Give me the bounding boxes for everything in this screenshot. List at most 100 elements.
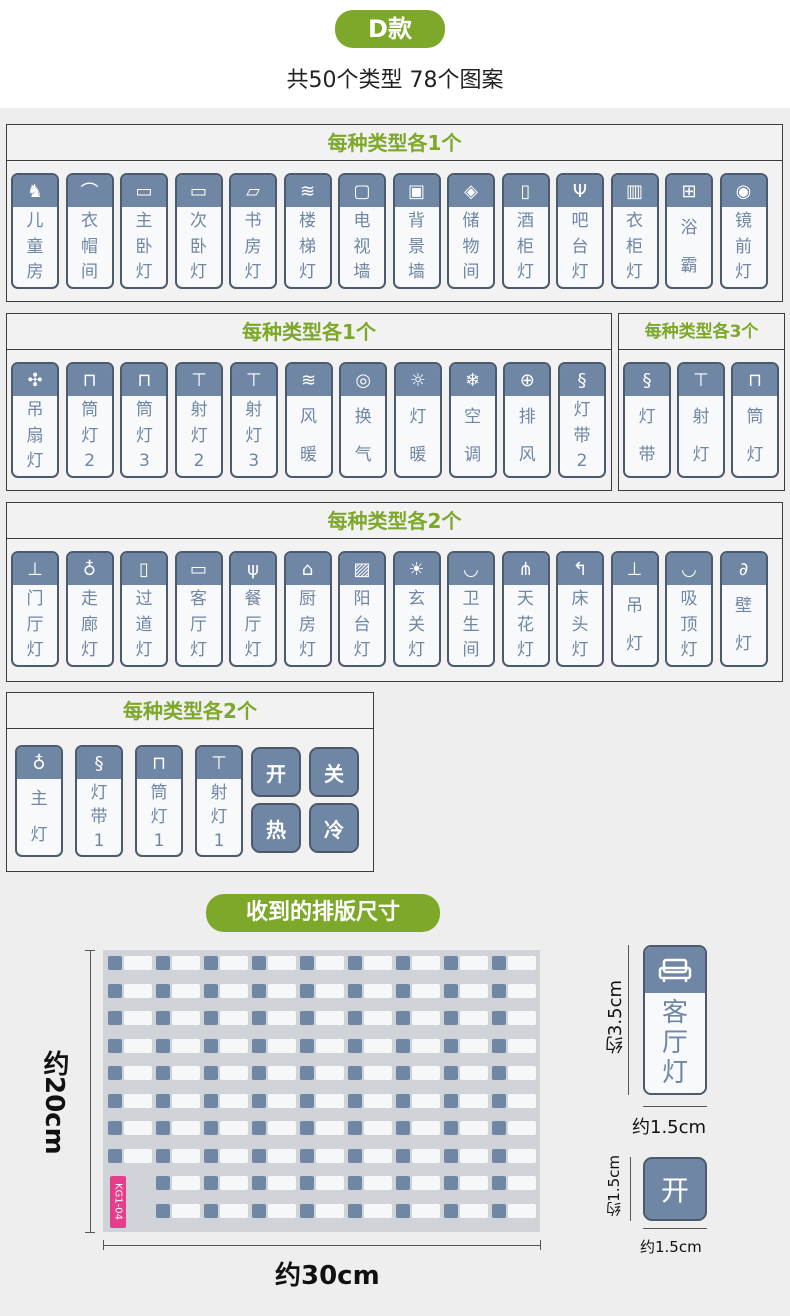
sheet-cell-icon — [204, 1011, 218, 1025]
sheet-cell-text — [364, 1176, 392, 1190]
sheet-cell-icon — [444, 1093, 458, 1108]
sheet-cell-text — [412, 1203, 440, 1218]
sheet-cell-text — [124, 1038, 152, 1053]
sheet-cell-text — [508, 1176, 536, 1190]
sheet-cell-icon — [252, 1011, 266, 1025]
sheet-cell-icon — [156, 956, 170, 970]
sheet-cell-text — [412, 1038, 440, 1053]
tag-text: 排 — [518, 406, 536, 427]
tag-text: 射 — [692, 406, 710, 427]
tag-text: 霸 — [680, 255, 698, 276]
tag-text: 灯 — [210, 806, 228, 827]
tag-text: 物 — [462, 236, 480, 257]
sheet-cell-icon — [156, 1093, 170, 1108]
tag-text: 卧 — [135, 236, 153, 257]
floor-lamp-icon: ↰ — [558, 553, 602, 585]
sheet-cell-text — [508, 956, 536, 970]
downlight-icon: ⊓ — [733, 364, 777, 396]
sheet-cell-icon — [204, 1038, 218, 1053]
tag-text: 浴 — [680, 217, 698, 238]
tag-text: 主 — [30, 788, 48, 809]
tag-text: 灯 — [190, 261, 207, 282]
sheet-cell-text — [124, 1011, 152, 1025]
label-tag: ▨阳台灯 — [338, 551, 386, 667]
tag-text: 灯 — [299, 639, 316, 660]
box-icon: ◈ — [449, 175, 493, 207]
sheet-cell-icon — [396, 1093, 410, 1108]
sheet-cell-icon — [444, 1121, 458, 1135]
fan-icon: ✣ — [13, 364, 57, 396]
sheet-cell-text — [460, 1121, 488, 1135]
tag-text: 灯 — [26, 639, 44, 660]
tv-icon: ▢ — [340, 175, 384, 207]
label-tag: ▱书房灯 — [229, 173, 277, 289]
spotlight-icon: ⊤ — [197, 747, 241, 779]
sheet-cell-icon — [108, 956, 122, 970]
window-icon: ▨ — [340, 553, 384, 585]
hood-icon: ⌂ — [285, 553, 330, 585]
tag-text: 天 — [517, 589, 534, 610]
downlight-icon: ⊓ — [67, 364, 112, 396]
sheet-cell-text — [460, 1038, 488, 1053]
tag-text: 筒 — [135, 400, 153, 421]
bottle-icon: ▯ — [503, 175, 548, 207]
sheet-cell-icon — [348, 1093, 362, 1108]
sheet-cell-text — [172, 1121, 200, 1135]
label-tag: ▯酒柜灯 — [501, 173, 550, 289]
tag-text: 灯 — [571, 261, 589, 282]
tag-text: 灯 — [30, 824, 48, 845]
label-tag: §灯带 — [623, 362, 671, 478]
panel-title: 每种类型各1个 — [7, 125, 782, 161]
sheet-cell-text — [220, 956, 248, 970]
sheet-cell-text — [412, 1011, 440, 1025]
sheet-cell-text — [220, 1093, 248, 1108]
sheet-cell-icon — [108, 1011, 122, 1025]
sheet-cell-icon — [444, 1176, 458, 1190]
label-tag: ◎换气 — [339, 362, 388, 478]
tag-text: 灯 — [244, 261, 262, 282]
sheet-cell-text — [172, 1176, 200, 1190]
strip-icon: § — [560, 364, 604, 396]
tag-text: 间 — [462, 261, 480, 282]
sheet-cell-icon — [108, 1148, 122, 1163]
sheet-cell-text — [412, 1093, 440, 1108]
tag-text: 床 — [571, 589, 589, 610]
label-tag: ◉镜前灯 — [719, 173, 768, 289]
sheet-cell-text — [220, 1066, 248, 1080]
wineglass-icon: Ψ — [558, 175, 602, 207]
tag-text: 2 — [193, 450, 205, 471]
label-tag: ♁走廊灯 — [65, 551, 114, 667]
sheet-cell-text — [172, 1148, 200, 1163]
sheet-cell-text — [220, 983, 248, 998]
panel-title: 每种类型各2个 — [7, 503, 782, 539]
sheet-cell-text — [508, 1011, 536, 1025]
panel-title: 每种类型各1个 — [7, 314, 611, 350]
sheet-cell-icon — [396, 1148, 410, 1163]
sheet-cell-text — [172, 1011, 200, 1025]
sample-tag-line: 客 — [661, 998, 688, 1028]
sheet-cell-text — [508, 1066, 536, 1080]
tag-text: 梯 — [299, 236, 316, 257]
sheet-cell-text — [268, 1148, 296, 1163]
tag-text: 餐 — [244, 589, 262, 610]
tag-text: 灯 — [626, 633, 643, 654]
label-tag: ▭客厅灯 — [174, 551, 223, 667]
tag-text: 带 — [573, 425, 591, 446]
sheet-width-label: 约30cm — [275, 1261, 380, 1291]
sheet-cell-text — [460, 1148, 488, 1163]
tag-text: 厅 — [26, 614, 44, 635]
spotlight-icon: ⊤ — [231, 364, 276, 396]
bed-icon: ▭ — [176, 175, 221, 207]
panel-1: 每种类型各1个 ♞儿童房⌒衣帽间▭主卧灯▭次卧灯▱书房灯≋楼梯灯▢电视墙▣背景墙… — [6, 124, 783, 302]
sample-square-width-label: 约1.5cm — [640, 1238, 702, 1256]
sheet-cell-icon — [204, 983, 218, 998]
tag-text: 1 — [213, 830, 225, 851]
label-tag: ♁主灯 — [15, 745, 63, 857]
tag-text: 2 — [84, 450, 96, 471]
sample-switch-square: 开 — [643, 1157, 707, 1221]
tag-text: 调 — [464, 444, 482, 465]
stairs-icon: ≋ — [285, 175, 330, 207]
sheet-cell-icon — [396, 1011, 410, 1025]
tag-text: 灯 — [626, 261, 643, 282]
